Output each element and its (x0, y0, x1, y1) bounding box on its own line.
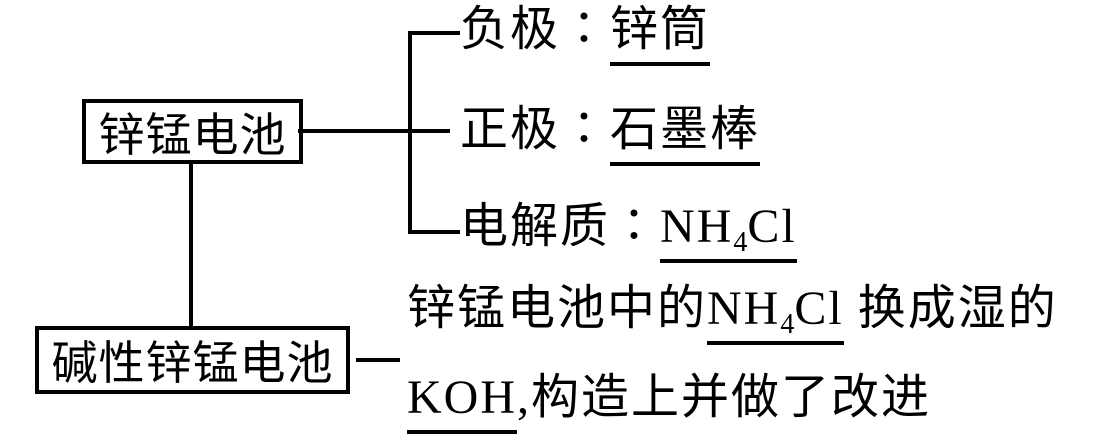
node-alkaline-zinc-manganese-battery: 碱性锌锰电池 (35, 326, 350, 394)
note-nh4cl-base2: Cl (794, 282, 844, 335)
positive-electrode-colon: ∶ (560, 103, 611, 156)
branch-positive-electrode: 正极∶石墨棒 (460, 103, 761, 166)
bracket-bottom-stub (408, 230, 460, 234)
note-line-1-tail: 换成湿的 (843, 282, 1058, 335)
note-line-1-lead: 锌锰电池中的 (407, 282, 708, 335)
positive-electrode-value: 石墨棒 (610, 103, 761, 166)
note-line-2-tail: ,构造上并做了改进 (517, 371, 932, 424)
nh4cl-formula-base1: NH (660, 200, 734, 253)
connector-root-to-bracket (298, 129, 450, 133)
node-zinc-manganese-battery-label: 锌锰电池 (98, 109, 287, 161)
electrolyte-colon: ∶ (610, 200, 661, 253)
note-line-1: 锌锰电池中的NH4Cl 换成湿的 (407, 282, 1058, 345)
connector-parent-to-child (189, 163, 193, 328)
note-line-2: KOH,构造上并做了改进 (407, 371, 932, 434)
negative-electrode-value: 锌筒 (610, 3, 711, 66)
note-nh4cl-base1: NH (707, 282, 781, 335)
nh4cl-formula-base2: Cl (747, 200, 797, 253)
bracket-vertical-line (408, 31, 412, 234)
nh4cl-formula-subscript: 4 (733, 227, 748, 258)
electrolyte-label: 电解质 (460, 200, 611, 253)
bracket-top-stub (408, 31, 460, 35)
node-zinc-manganese-battery: 锌锰电池 (82, 99, 303, 164)
note-nh4cl-formula: NH4Cl (707, 282, 844, 345)
note-nh4cl-subscript: 4 (780, 309, 795, 340)
negative-electrode-colon: ∶ (560, 3, 611, 56)
connector-child-to-note (356, 358, 400, 362)
node-alkaline-zinc-manganese-battery-label: 碱性锌锰电池 (51, 338, 334, 389)
positive-electrode-label: 正极 (460, 103, 561, 156)
negative-electrode-label: 负极 (460, 3, 561, 56)
koh-formula: KOH (407, 371, 517, 434)
nh4cl-formula: NH4Cl (660, 200, 797, 263)
branch-electrolyte: 电解质∶NH4Cl (460, 200, 797, 263)
branch-negative-electrode: 负极∶锌筒 (460, 3, 711, 66)
